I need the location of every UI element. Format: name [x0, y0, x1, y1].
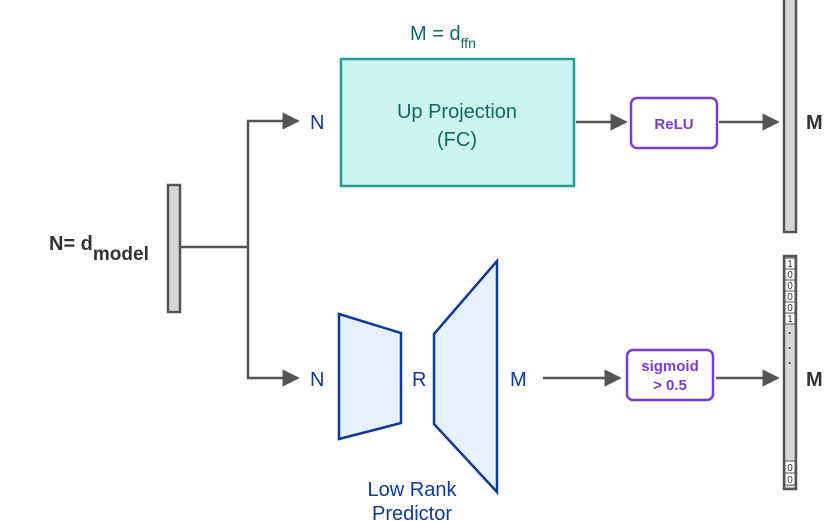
sigmoid-box [625, 348, 715, 402]
predictor-caption-line1: Low Rank [368, 479, 458, 501]
mask-cells [784, 257, 796, 486]
bottom-n-label: N [310, 369, 324, 391]
mask-bit: 0 [787, 292, 793, 303]
top-output-vector [782, 0, 798, 234]
relu-box [629, 96, 719, 150]
down-projection-trapezoid [337, 312, 403, 441]
mask-ellipsis-dot: · [788, 356, 792, 370]
input-dim-label: N= dmodel [49, 233, 149, 265]
mask-bit: 0 [787, 475, 793, 486]
up-projection-trapezoid [432, 257, 499, 496]
mask-bit: 0 [787, 303, 793, 314]
up-projection-title: Up Projection [397, 101, 517, 123]
predictor-caption-line2: Predictor [372, 503, 452, 521]
mask-bit: 0 [787, 270, 793, 281]
mask-ellipsis-dot: · [788, 341, 792, 355]
sigmoid-label: sigmoid [641, 358, 699, 375]
mask-bit: 1 [787, 314, 793, 325]
sigmoid-threshold-label: > 0.5 [653, 377, 687, 394]
top-output-dim-label: M [806, 112, 823, 134]
rank-label: R [412, 369, 426, 391]
up-projection-box [339, 57, 576, 188]
bottom-output-dim-label: M [806, 369, 823, 391]
predictor-out-label: M [510, 369, 527, 391]
mask-bit: 1 [787, 259, 793, 270]
top-m-label: M = dffn [410, 23, 476, 51]
input-vector [166, 183, 182, 314]
top-n-label: N [310, 112, 324, 134]
relu-label: ReLU [654, 116, 693, 133]
up-projection-subtitle: (FC) [437, 129, 477, 151]
mask-bit: 0 [787, 463, 793, 474]
mask-ellipsis-dot: · [788, 326, 792, 340]
mask-bit: 0 [787, 281, 793, 292]
